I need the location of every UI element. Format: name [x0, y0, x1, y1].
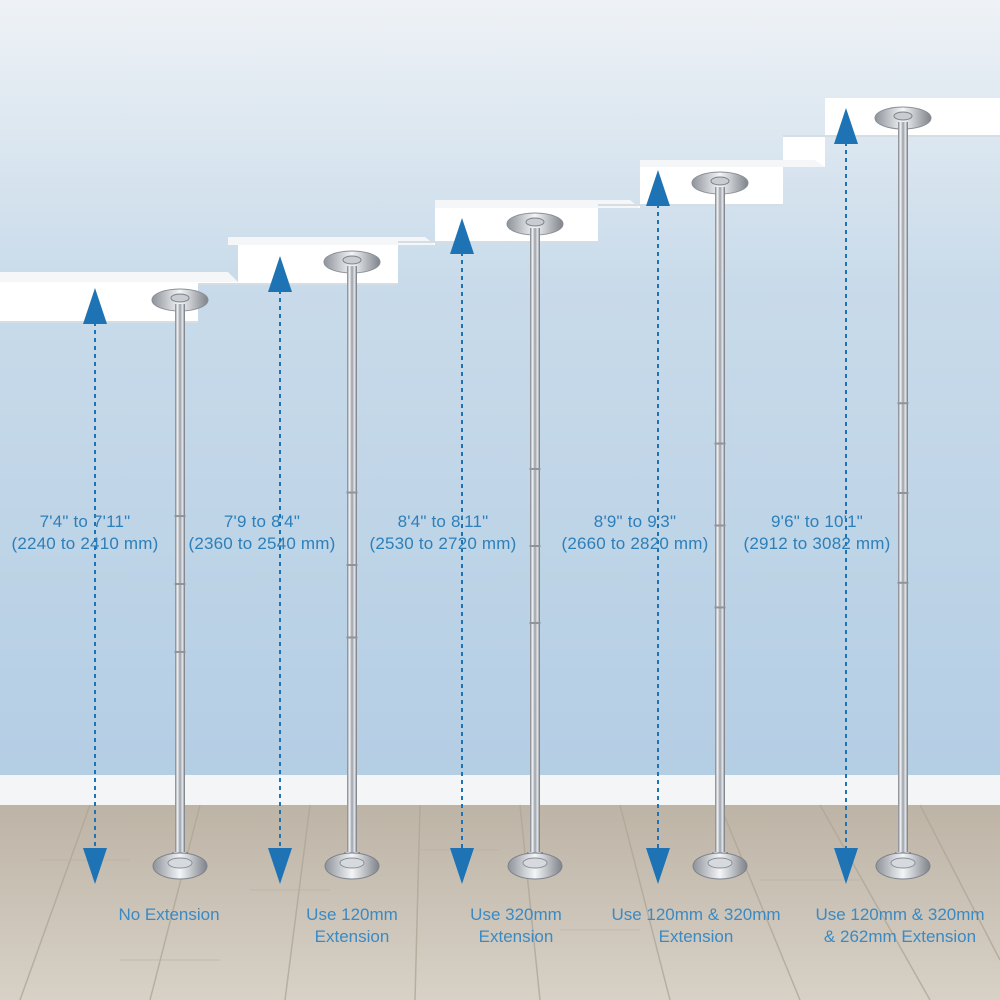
up-arrow-icon	[268, 256, 292, 292]
pole-1-height-label: 7'4" to 7'11"(2240 to 2410 mm)	[11, 512, 159, 553]
down-arrow-icon	[834, 848, 858, 884]
pole-4-config-label: Use 120mm & 320mm Extension	[611, 905, 781, 946]
up-arrow-icon	[834, 108, 858, 144]
pole-1-config-label: No Extension	[118, 905, 220, 924]
up-arrow-icon	[450, 218, 474, 254]
pole-5-shaft	[898, 122, 908, 860]
pole-3-config-label: Use 320mm Extension	[470, 905, 562, 946]
pole-3-shaft	[530, 228, 540, 860]
pole-2-config-label: Use 120mm Extension	[306, 905, 398, 946]
pole-2-shaft	[347, 266, 357, 860]
down-arrow-icon	[646, 848, 670, 884]
pole-4	[691, 171, 749, 880]
pole-5-config-label: Use 120mm & 320mm & 262mm Extension	[815, 905, 985, 946]
up-arrow-icon	[646, 170, 670, 206]
pole-2	[323, 250, 381, 880]
pole-1-shaft	[175, 304, 185, 860]
down-arrow-icon	[268, 848, 292, 884]
pole-1	[151, 288, 209, 880]
down-arrow-icon	[83, 848, 107, 884]
pole-3-height-label: 8'4" to 8'11"(2530 to 2720 mm)	[369, 512, 517, 553]
pole-1-dimension-arrow	[83, 288, 107, 884]
pole-2-height-label: 7'9 to 8'4"(2360 to 2540 mm)	[188, 512, 336, 553]
stair-ceiling	[0, 98, 1000, 323]
pole-4-dimension-arrow	[646, 170, 670, 884]
pole-2-dimension-arrow	[268, 256, 292, 884]
pole-5-dimension-arrow	[834, 108, 858, 884]
pole-3	[506, 212, 564, 880]
baseboard	[0, 775, 1000, 805]
pole-4-shaft	[715, 187, 725, 860]
pole-4-height-label: 8'9" to 9'3"(2660 to 2820 mm)	[561, 512, 709, 553]
up-arrow-icon	[83, 288, 107, 324]
pole-5	[874, 106, 932, 880]
poles-layer	[151, 106, 932, 880]
arrows-layer	[83, 108, 858, 884]
down-arrow-icon	[450, 848, 474, 884]
pole-3-dimension-arrow	[450, 218, 474, 884]
wood-floor	[0, 804, 1000, 1000]
pole-5-height-label: 9'6" to 10'1"(2912 to 3082 mm)	[743, 512, 891, 553]
